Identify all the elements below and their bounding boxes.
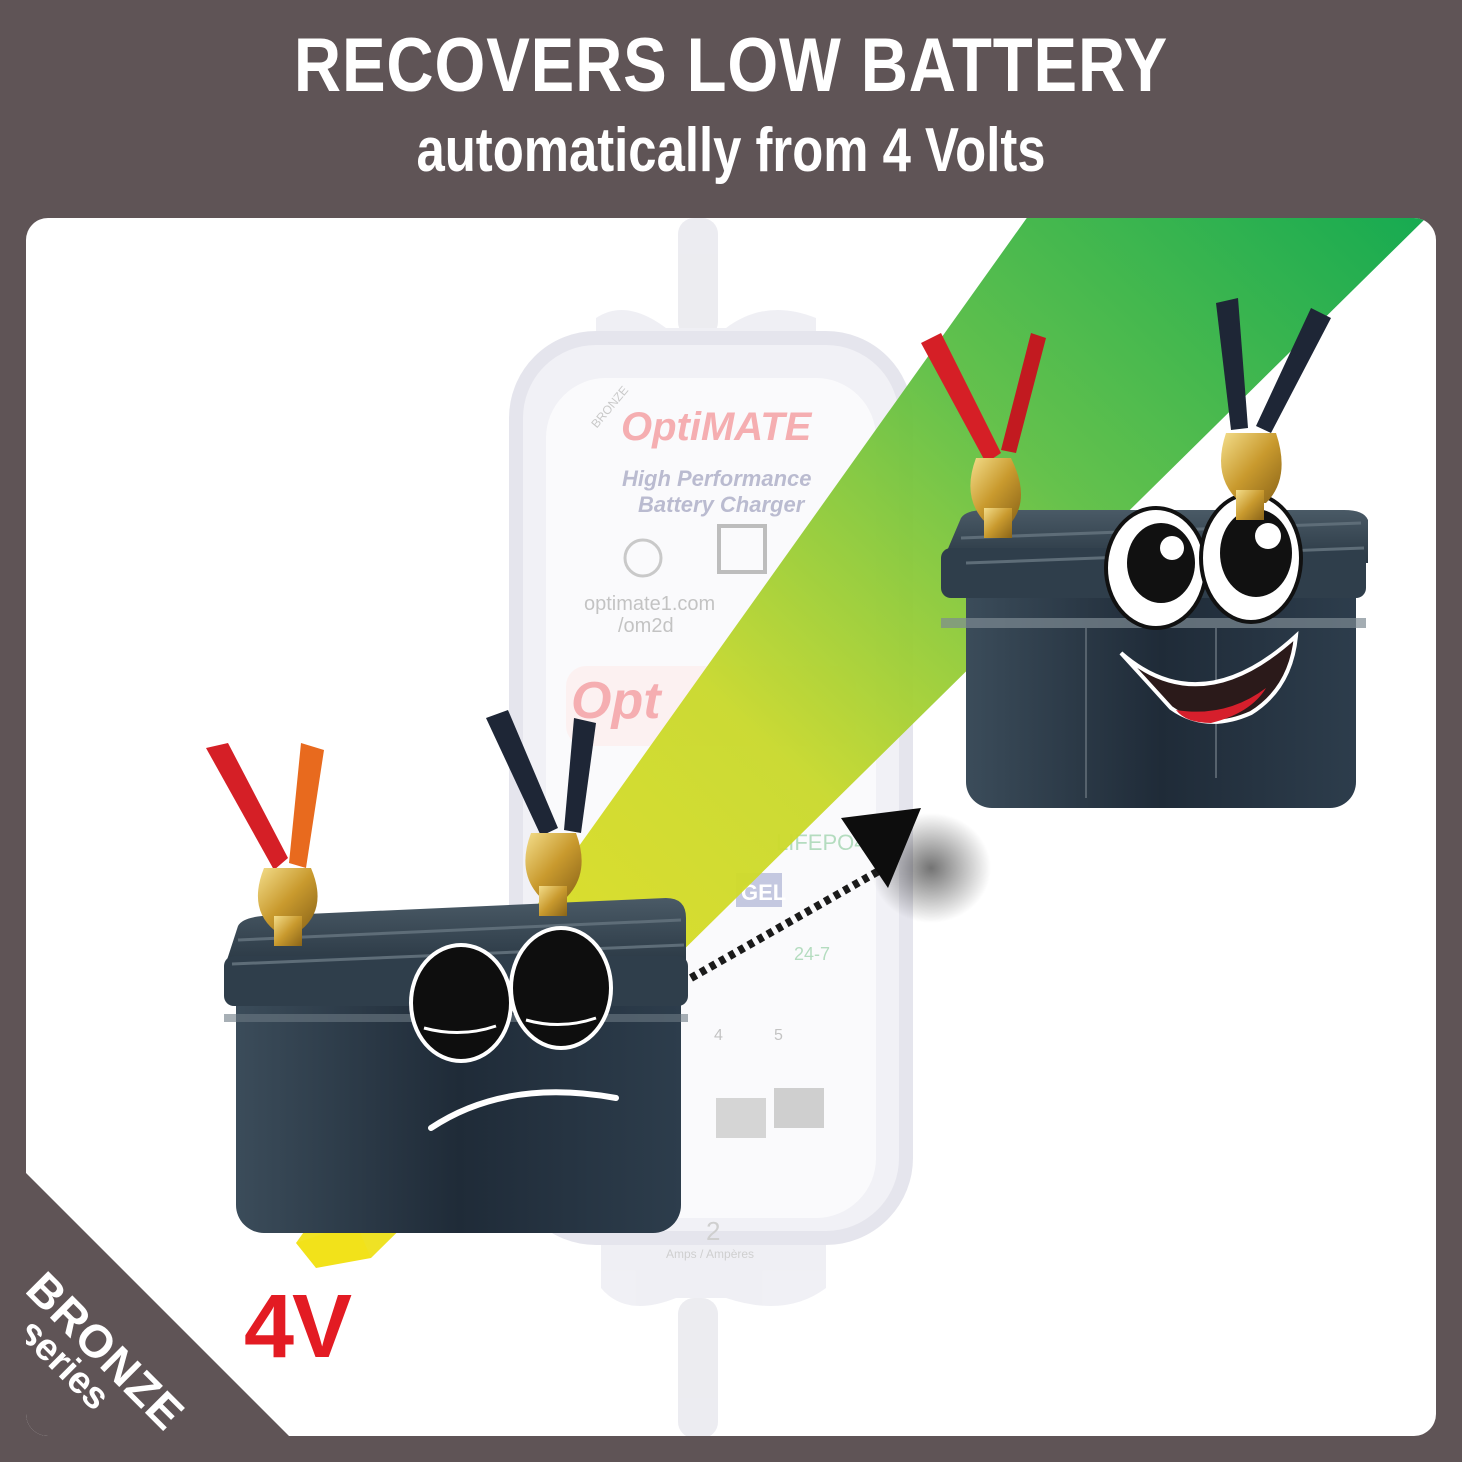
sad-battery: [206, 710, 688, 1233]
voltage-label: 4V: [244, 1277, 352, 1377]
qr-code-icon: [717, 524, 767, 574]
illustration-panel: OptiMATE High Performance Battery Charge…: [26, 218, 1436, 1436]
charger-url-1: optimate1.com: [584, 593, 715, 615]
amps-value: 2: [706, 1216, 720, 1246]
subline: automatically from 4 Volts: [416, 116, 1046, 185]
sad-black-clamp: [486, 710, 596, 916]
recovery-arrow: [689, 808, 991, 982]
series-badge: [26, 1173, 289, 1436]
illustration: OptiMATE High Performance Battery Charge…: [26, 218, 1426, 1436]
step-4: 4: [714, 1027, 723, 1044]
mode-24-7: 24-7: [794, 944, 830, 964]
step-5: 5: [774, 1027, 783, 1044]
sad-left-eye: [409, 943, 513, 1063]
charger-brand: OptiMATE: [621, 405, 813, 449]
info-icon: [623, 538, 663, 578]
svg-text:Opt: Opt: [571, 672, 663, 730]
happy-red-clamp: [921, 333, 1046, 538]
charger-tagline-2: Battery Charger: [638, 492, 806, 517]
amps-label: Amps / Ampères: [666, 1247, 754, 1261]
happy-black-clamp: [1216, 298, 1331, 520]
sad-right-eye: [509, 926, 613, 1050]
happy-battery: [921, 298, 1368, 808]
charger-tagline-1: High Performance: [622, 466, 812, 491]
charger-url-2: /om2d: [618, 615, 674, 637]
sad-frown: [428, 1089, 619, 1131]
sad-red-clamp: [206, 743, 324, 946]
headline: RECOVERS LOW BATTERY: [293, 23, 1169, 108]
header: RECOVERS LOW BATTERY automatically from …: [0, 0, 1462, 215]
